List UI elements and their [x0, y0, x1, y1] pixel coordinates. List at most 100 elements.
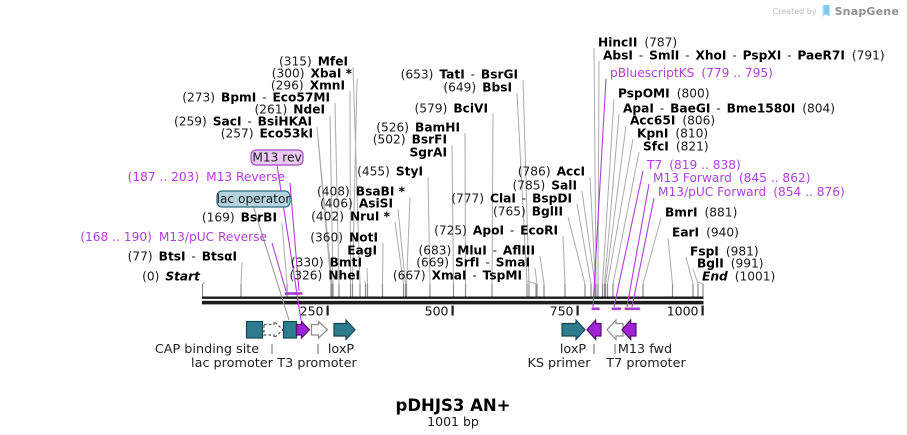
- site-label-bbsi[interactable]: (649)BbsI: [443, 80, 512, 94]
- site-label-acc65i[interactable]: Acc65I(806): [630, 113, 715, 127]
- site-label-end[interactable]: End(1001): [702, 269, 775, 283]
- site-label-styi[interactable]: (455)StyI: [357, 164, 423, 178]
- sequence-axis-top-line: [202, 296, 704, 299]
- feature-label-m13-fwd[interactable]: M13 fwd: [618, 342, 672, 357]
- site-label-bmti[interactable]: (330)BmtI: [291, 255, 362, 269]
- site-label-sali[interactable]: (785)SalI: [513, 178, 578, 192]
- leader-line: [589, 176, 596, 285]
- site-label-clai[interactable]: (777)ClaI - BspDI: [451, 191, 572, 205]
- site-label-bgli[interactable]: BglI(991): [697, 256, 764, 270]
- leader-line: [593, 47, 597, 285]
- primer-label-m13-puc-forward[interactable]: M13/pUC Forward(854 .. 876): [658, 185, 845, 199]
- site-label-tati[interactable]: (653)TatI - BsrGI: [401, 67, 518, 81]
- leader-line: [364, 280, 366, 285]
- leader-line: [349, 90, 351, 285]
- feature-lac-operator[interactable]: [282, 320, 298, 339]
- feature-t7-promoter[interactable]: [606, 318, 624, 342]
- site-label-apai[interactable]: ApaI - BaeGI - Bme1580I(804): [623, 101, 835, 115]
- site-label-eari[interactable]: EarI(940): [672, 225, 739, 239]
- feature-t3-promoter[interactable]: [310, 320, 329, 340]
- primer-label-pbluescriptks[interactable]: pBluescriptKS(779 .. 795): [610, 66, 773, 80]
- site-label-nhei[interactable]: (326)NheI: [290, 268, 360, 282]
- site-label-bsrfi[interactable]: (502)BsrFI: [373, 132, 447, 146]
- primer-label-m13-forward[interactable]: M13 Forward(845 .. 862): [653, 171, 810, 185]
- site-label-bsabi[interactable]: (408)BsaBI *: [317, 184, 406, 198]
- primer-span-bar: [630, 307, 641, 311]
- site-label-sfci[interactable]: SfcI(821): [643, 139, 709, 153]
- site-label-absi[interactable]: AbsI - SmlI - XhoI - PspXI - PaeR7I(791): [603, 48, 885, 62]
- feature-label-ks-primer[interactable]: KS primer: [527, 356, 591, 371]
- leader-line: [366, 267, 368, 285]
- leader-line: [526, 280, 537, 285]
- feature-tag-lac-operator[interactable]: [216, 190, 291, 208]
- site-label-bamhi[interactable]: (526)BamHI: [376, 120, 460, 134]
- site-label-asisi[interactable]: (406)AsiSI: [320, 196, 393, 210]
- leader-line: [642, 217, 662, 285]
- site-label-kpni[interactable]: KpnI(810): [637, 126, 708, 140]
- site-label-nrui[interactable]: (402)NruI *: [311, 209, 390, 223]
- site-label-srfi[interactable]: (669)SrfI - SmaI: [416, 255, 530, 269]
- primer-leader-line: [626, 183, 650, 308]
- leader-line: [602, 98, 615, 285]
- feature-cap-binding-site[interactable]: [245, 320, 264, 339]
- leader-line: [329, 114, 334, 285]
- primer-label-m13-puc-reverse[interactable]: (168 .. 190)M13/pUC Reverse: [80, 230, 267, 244]
- primer-span-bar: [294, 292, 303, 295]
- feature-label-lac-promoter[interactable]: lac promoter: [191, 356, 274, 371]
- site-label-hincii[interactable]: HincII(787): [598, 35, 677, 49]
- site-label-mlui[interactable]: (683)MluI - AflIII: [418, 243, 535, 257]
- leader-line: [281, 222, 288, 285]
- site-label-xmai[interactable]: (667)XmaI - TspMI: [393, 268, 522, 282]
- site-label-bpmi[interactable]: (273)BpmI - Eco57MI: [182, 90, 330, 104]
- credit-created-by-label: Created by: [772, 6, 817, 16]
- feature-label-cap-binding-site[interactable]: CAP binding site: [155, 342, 259, 357]
- snapgene-logo-icon: [822, 5, 830, 17]
- feature-loxp-2[interactable]: [561, 318, 586, 342]
- site-label-saci[interactable]: (259)SacI - BsiHKAI: [174, 114, 312, 128]
- leader-lines-layer: [201, 47, 704, 297]
- feature-tag-m13-rev[interactable]: [250, 149, 304, 166]
- feature-ks-primer[interactable]: [586, 318, 602, 342]
- feature-label-t3-promoter[interactable]: T3 promoter: [276, 356, 357, 371]
- site-label-btsi[interactable]: (77)BtsI - BtsαI: [128, 249, 237, 263]
- primer-span-bar: [591, 307, 600, 311]
- leader-line: [406, 196, 411, 285]
- site-label-acci[interactable]: (786)AccI: [518, 164, 585, 178]
- site-label-xmni[interactable]: (296)XmnI: [271, 78, 345, 92]
- feature-label-t7-promoter[interactable]: T7 promoter: [605, 356, 686, 371]
- site-label-sgrai[interactable]: SgrAI: [410, 145, 447, 159]
- site-label-apoi[interactable]: (725)ApoI - EcoRI: [434, 223, 558, 237]
- leader-line: [334, 102, 340, 285]
- site-label-xbai[interactable]: (300)XbaI *: [272, 66, 353, 80]
- site-label-eco53ki[interactable]: (257)Eco53kI: [221, 126, 313, 140]
- leader-line: [605, 125, 627, 285]
- site-label-mfei[interactable]: (315)MfeI: [279, 54, 348, 68]
- axis-tick: [701, 305, 704, 316]
- primer-label-t7[interactable]: T7(819 .. 838): [646, 158, 741, 172]
- feature-lac-promoter[interactable]: [263, 320, 284, 340]
- site-label-bcivi[interactable]: (579)BciVI: [415, 101, 488, 115]
- site-label-fspi[interactable]: FspI(981): [690, 244, 759, 258]
- leader-line: [692, 268, 699, 285]
- site-label-noti[interactable]: (360)NotI: [310, 230, 378, 244]
- primer-span-bar: [611, 307, 622, 311]
- axis-tick-label: 500: [425, 304, 449, 319]
- leader-line: [394, 221, 404, 285]
- site-label-bsrbi[interactable]: (169)BsrBI: [202, 210, 277, 224]
- site-label-eagi[interactable]: EagI: [347, 243, 377, 257]
- site-label-ndei[interactable]: (261)NdeI: [254, 102, 325, 116]
- feature-label-loxp[interactable]: loxP: [560, 342, 587, 357]
- feature-label-loxp[interactable]: loxP: [328, 342, 355, 357]
- leader-line: [317, 138, 332, 285]
- site-label-bmri[interactable]: BmrI(881): [665, 205, 737, 219]
- feature-loxp-1[interactable]: [333, 318, 356, 342]
- site-label-bglii[interactable]: (765)BglII: [493, 204, 563, 218]
- feature-m13-fwd[interactable]: [621, 318, 637, 342]
- feature-m13-rev[interactable]: [295, 320, 311, 340]
- leader-line: [240, 261, 243, 285]
- leader-line: [576, 203, 592, 285]
- site-label-start[interactable]: (0)Start: [142, 269, 201, 283]
- site-label-pspomi[interactable]: PspOMI(800): [618, 86, 710, 100]
- primer-label-m13-reverse[interactable]: (187 .. 203)M13 Reverse: [128, 170, 285, 184]
